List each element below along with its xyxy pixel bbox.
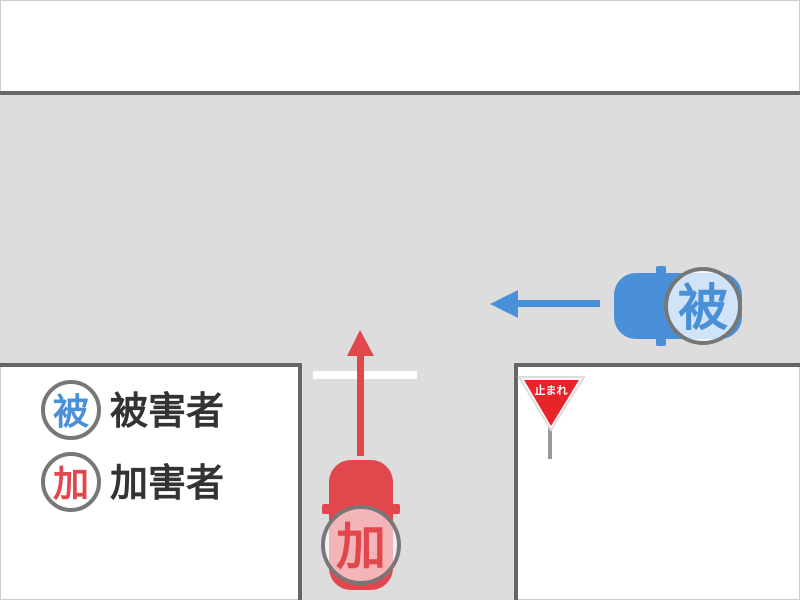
perpetrator-badge: 加: [336, 518, 386, 576]
car-mirror-bottom: [656, 338, 666, 346]
stop-line: [313, 371, 417, 379]
victim-direction-arrow: [490, 290, 600, 318]
legend-item-perpetrator: 加 加害者: [41, 452, 224, 512]
legend-victim-badge-ring: [41, 380, 101, 440]
legend-perpetrator-badge: 加: [53, 464, 89, 505]
stop-sign: 止まれ: [517, 376, 586, 459]
car-mirror-top: [656, 266, 666, 274]
arrow-shaft: [510, 300, 600, 307]
victim-badge: 被: [678, 279, 728, 337]
curbs: [0, 91, 800, 600]
perpetrator-badge-ring: [321, 505, 401, 585]
arrow-head-up-icon: [347, 330, 374, 356]
road: [0, 93, 800, 600]
left-curb: [0, 363, 302, 600]
sign-post: [548, 425, 552, 459]
victim-badge-ring: [664, 267, 742, 345]
sign-face: [524, 380, 579, 426]
perpetrator-car: 加: [321, 460, 401, 590]
perpetrator-direction-arrow: [347, 330, 374, 456]
legend-item-victim: 被 被害者: [41, 380, 224, 440]
legend-victim-badge: 被: [53, 392, 89, 433]
arrow-shaft: [357, 350, 364, 456]
legend: 被 被害者 加 加害者: [41, 380, 224, 512]
right-curb: [514, 363, 800, 600]
legend-perpetrator-badge-ring: [41, 452, 101, 512]
sign-text: 止まれ: [535, 383, 568, 397]
victim-car: 被: [614, 266, 742, 346]
arrow-head-left-icon: [490, 290, 518, 318]
car-mirror-left: [322, 504, 331, 514]
legend-perpetrator-label: 加害者: [110, 461, 224, 505]
legend-victim-label: 被害者: [110, 389, 224, 433]
car-mirror-right: [391, 504, 400, 514]
